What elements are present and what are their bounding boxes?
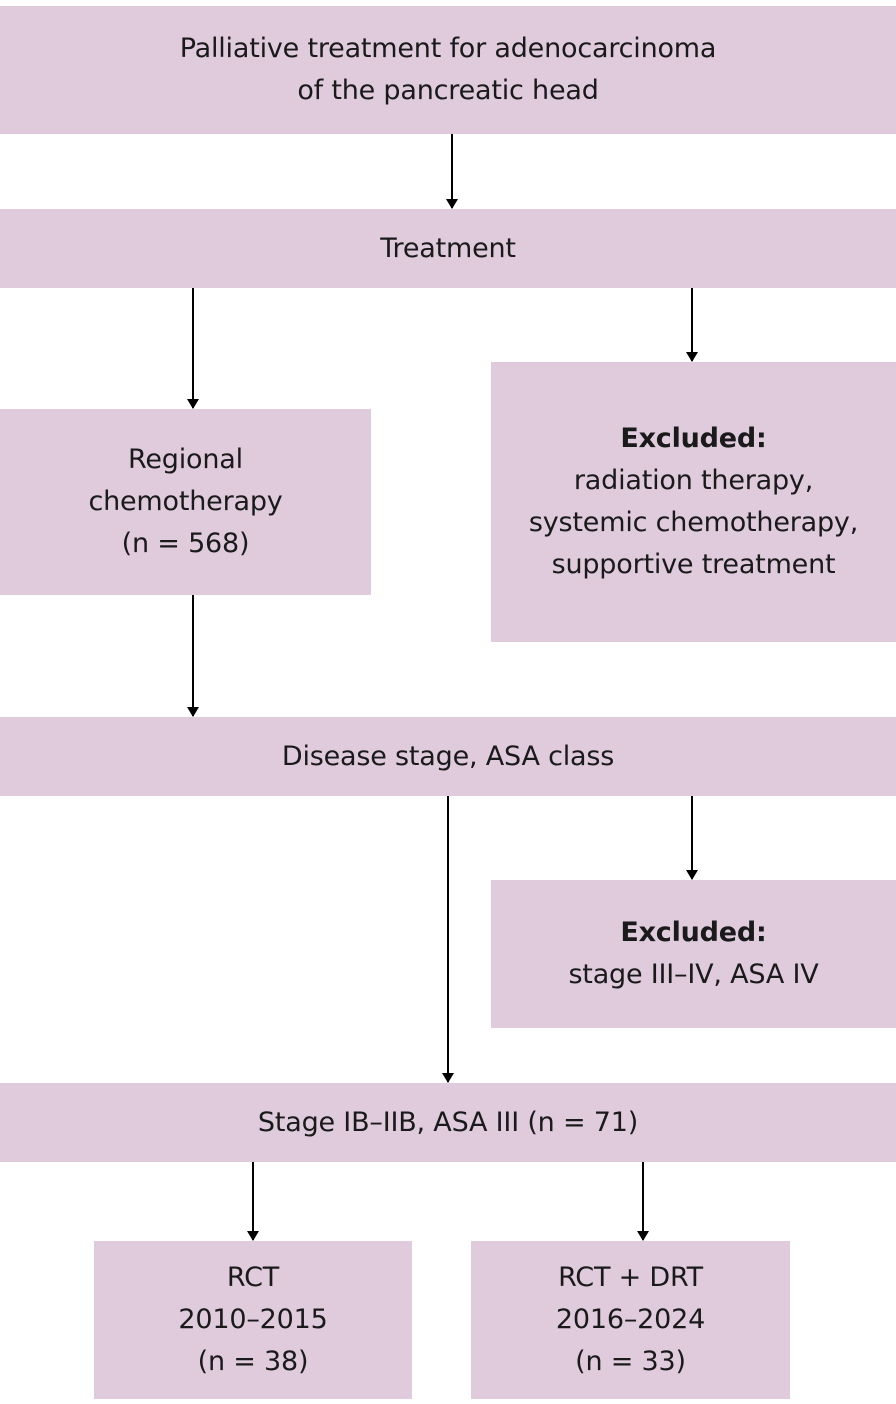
box-line: Palliative treatment for adenocarcinoma	[179, 33, 717, 64]
box-line: 2010–2015	[178, 1304, 328, 1335]
box-line: Regional	[128, 444, 243, 475]
box-line: 2016–2024	[555, 1304, 706, 1335]
box-line: (n = 33)	[575, 1346, 686, 1377]
box-line: RCT	[226, 1262, 280, 1293]
box-line: (n = 38)	[197, 1346, 309, 1377]
box-line: Treatment	[380, 232, 516, 264]
box-regional-chemotherapy: Regional chemotherapy (n = 568)	[0, 409, 371, 595]
box-rct: RCT 2010–2015 (n = 38)	[94, 1241, 412, 1399]
box-disease-stage: Disease stage, ASA class	[0, 717, 896, 796]
box-line: (n = 568)	[121, 528, 250, 559]
box-line: stage III–IV, ASA IV	[568, 959, 819, 990]
box-line: chemotherapy	[88, 486, 283, 517]
box-line: systemic chemotherapy,	[528, 507, 859, 538]
box-line: radiation therapy,	[573, 465, 814, 496]
excluded-heading: Excluded:	[620, 423, 767, 454]
box-rct-drt: RCT + DRT 2016–2024 (n = 33)	[471, 1241, 790, 1399]
box-stage-ib-iib: Stage IB–IIB, ASA III (n = 71)	[0, 1083, 896, 1162]
box-line: of the pancreatic head	[297, 75, 599, 106]
box-line: RCT + DRT	[558, 1262, 703, 1293]
box-treatment: Treatment	[0, 209, 896, 288]
box-line: Stage IB–IIB, ASA III (n = 71)	[257, 1106, 639, 1138]
box-line: supportive treatment	[551, 549, 836, 580]
box-excluded-stage: Excluded: stage III–IV, ASA IV	[491, 880, 896, 1028]
excluded-heading: Excluded:	[620, 917, 767, 948]
box-line: Disease stage, ASA class	[281, 740, 615, 772]
box-excluded-treatments: Excluded: radiation therapy, systemic ch…	[491, 362, 896, 642]
box-palliative-treatment: Palliative treatment for adenocarcinoma …	[0, 6, 896, 134]
